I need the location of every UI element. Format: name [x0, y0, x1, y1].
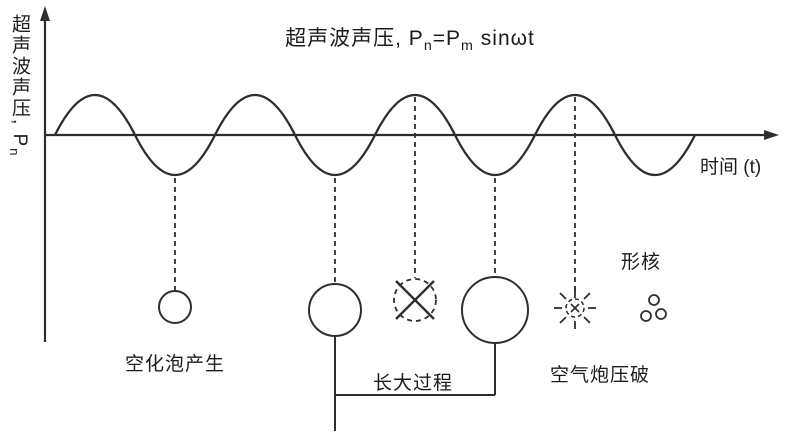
diagram-title: 超声波声压, Pn=Pm sinωt	[200, 22, 620, 54]
x-axis-arrow-icon	[764, 130, 779, 140]
y-axis-label-sub: n	[7, 148, 23, 158]
bubble-burst-icon	[554, 287, 596, 329]
title-sin-term: sinωt	[473, 27, 535, 50]
title-sub-m: m	[461, 38, 474, 55]
y-axis-label: 超声波声压, Pn	[6, 14, 33, 224]
label-bubble-generation: 空化泡产生	[124, 354, 225, 375]
bubble-collapse-icon	[393, 278, 437, 322]
title-text: 超声波声压, P	[285, 27, 424, 50]
label-nucleation: 形核	[620, 252, 661, 273]
title-sub-n: n	[423, 38, 433, 55]
nucleation-bubbles-icon	[640, 294, 667, 322]
y-axis-label-text: 超声波声压, P	[9, 14, 30, 149]
bubble-medium-icon	[308, 283, 362, 337]
y-axis-arrow-icon	[40, 6, 50, 21]
title-equation: =P	[432, 27, 462, 50]
label-growth-process: 长大过程	[372, 373, 453, 394]
bubble-small-icon	[158, 290, 192, 324]
label-bubble-collapse: 空气炮压破	[549, 365, 650, 386]
pressure-wave	[53, 94, 697, 176]
x-axis-label: 时间 (t)	[700, 157, 762, 178]
growth-bracket	[334, 336, 496, 431]
bubble-large-icon	[461, 276, 529, 344]
